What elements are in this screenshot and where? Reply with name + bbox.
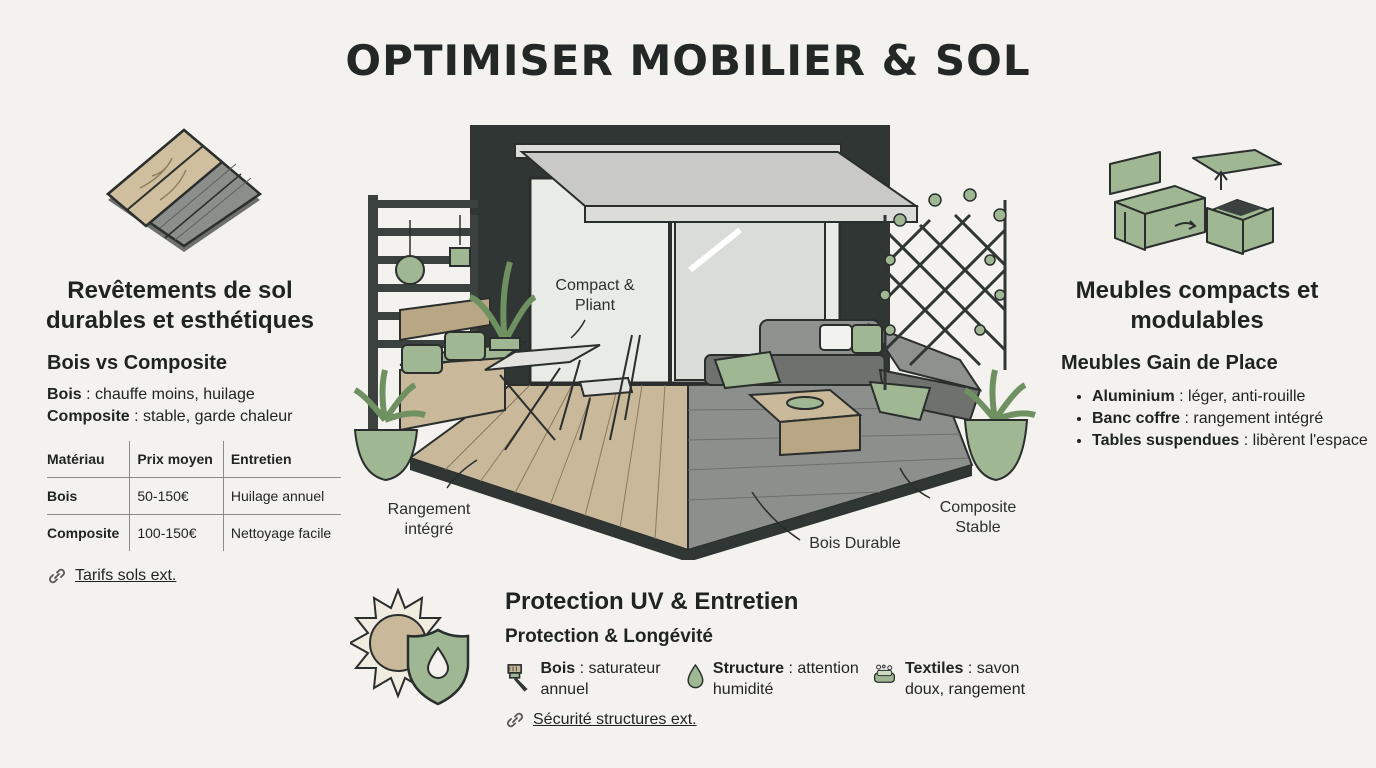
awning: [514, 143, 920, 223]
sun-shield-icon: [350, 588, 470, 706]
flooring-prices-link-text: Tarifs sols ext.: [75, 567, 177, 584]
list-item-bold: Aluminium: [1092, 388, 1175, 405]
tip-bold: Bois: [540, 660, 576, 677]
hanging-plant: [395, 215, 471, 285]
list-item-text: : libèrent l'espace: [1239, 432, 1368, 449]
modular-furniture-icon: [1109, 149, 1282, 255]
materials-table: Matériau Prix moyen Entretien Bois 50-15…: [47, 441, 342, 551]
composite-desc: : stable, garde chaleur: [129, 408, 293, 425]
list-item: Aluminium : léger, anti-rouille: [1092, 386, 1376, 408]
tip-structure: Structure : attention humidité: [686, 658, 866, 700]
droplet-icon: [687, 663, 704, 689]
table-cell: Bois: [47, 477, 130, 515]
potted-plant-right: [963, 369, 1036, 482]
list-item-bold: Tables suspendues: [1092, 432, 1240, 449]
table-header: Entretien: [222, 441, 342, 478]
flooring-prices-link[interactable]: Tarifs sols ext.: [47, 566, 176, 586]
page-title: OPTIMISER MOBILIER & SOL: [345, 36, 1031, 85]
brush-icon: [507, 664, 528, 692]
structures-safety-link[interactable]: Sécurité structures ext.: [505, 710, 697, 730]
soap-icon: [873, 664, 895, 683]
table-cell: Composite: [47, 514, 130, 551]
coffee-table: [747, 388, 863, 457]
list-item-text: : léger, anti-rouille: [1174, 388, 1306, 405]
table-header: Prix moyen: [129, 441, 224, 478]
callout-composite: Composite Stable: [939, 499, 1017, 536]
list-item-bold: Banc coffre: [1092, 410, 1181, 427]
tip-text: : saturateur annuel: [540, 660, 661, 698]
tip-bold: Textiles: [904, 660, 964, 677]
tip-textiles: Textiles : savon doux, rangement: [872, 658, 1062, 700]
callout-bois: Bois Durable: [809, 535, 901, 552]
flooring-subheading: Bois vs Composite: [47, 352, 228, 374]
table-cell: Nettoyage facile: [222, 514, 342, 551]
decking-sample-icon: [105, 128, 263, 252]
structures-safety-link-text: Sécurité structures ext.: [533, 711, 697, 728]
furniture-heading: Meubles compacts et modulables: [1075, 277, 1319, 334]
protection-heading: Protection UV & Entretien: [505, 588, 799, 615]
furniture-list: Aluminium : léger, anti-rouille Banc cof…: [1062, 386, 1376, 452]
list-item-text: : rangement intégré: [1180, 410, 1324, 427]
link-icon: [507, 712, 523, 728]
modular-sofa: [704, 319, 983, 422]
potted-plant-back: [468, 261, 537, 351]
callout-rangement: Rangement intégré: [387, 501, 471, 538]
potted-plant-left: [353, 369, 426, 482]
folding-table: [484, 334, 641, 451]
flooring-heading: Revêtements de sol durables et esthétiqu…: [45, 277, 315, 334]
composite-label: Composite: [47, 408, 130, 425]
flooring-comparison: Bois : chauffe moins, huilage Composite …: [47, 384, 347, 428]
list-item: Banc coffre : rangement intégré: [1092, 408, 1376, 430]
tip-text: : savon doux, rangement: [904, 660, 1026, 698]
terrace-illustration: [353, 125, 1036, 560]
table-header-row: Matériau Prix moyen Entretien: [47, 441, 342, 478]
table-cell: Huilage annuel: [222, 477, 342, 515]
table-cell: 50-150€: [129, 477, 224, 515]
table-cell: 100-150€: [129, 514, 224, 551]
tip-wood: Bois : saturateur annuel: [505, 658, 680, 700]
furniture-subheading: Meubles Gain de Place: [1061, 352, 1278, 374]
link-icon: [49, 568, 65, 584]
trellis: [883, 200, 1007, 390]
table-row: Bois 50-150€ Huilage annuel: [47, 477, 342, 515]
list-item: Tables suspendues : libèrent l'espace: [1092, 430, 1376, 452]
wood-desc: : chauffe moins, huilage: [81, 386, 255, 403]
protection-subheading: Protection & Longévité: [505, 626, 713, 647]
wood-label: Bois: [47, 386, 82, 403]
tip-text: : attention humidité: [712, 660, 859, 698]
table-header: Matériau: [47, 451, 105, 467]
tip-bold: Structure: [712, 660, 785, 677]
callout-compact: Compact & Pliant: [555, 277, 635, 314]
table-row: Composite 100-150€ Nettoyage facile: [47, 514, 342, 551]
